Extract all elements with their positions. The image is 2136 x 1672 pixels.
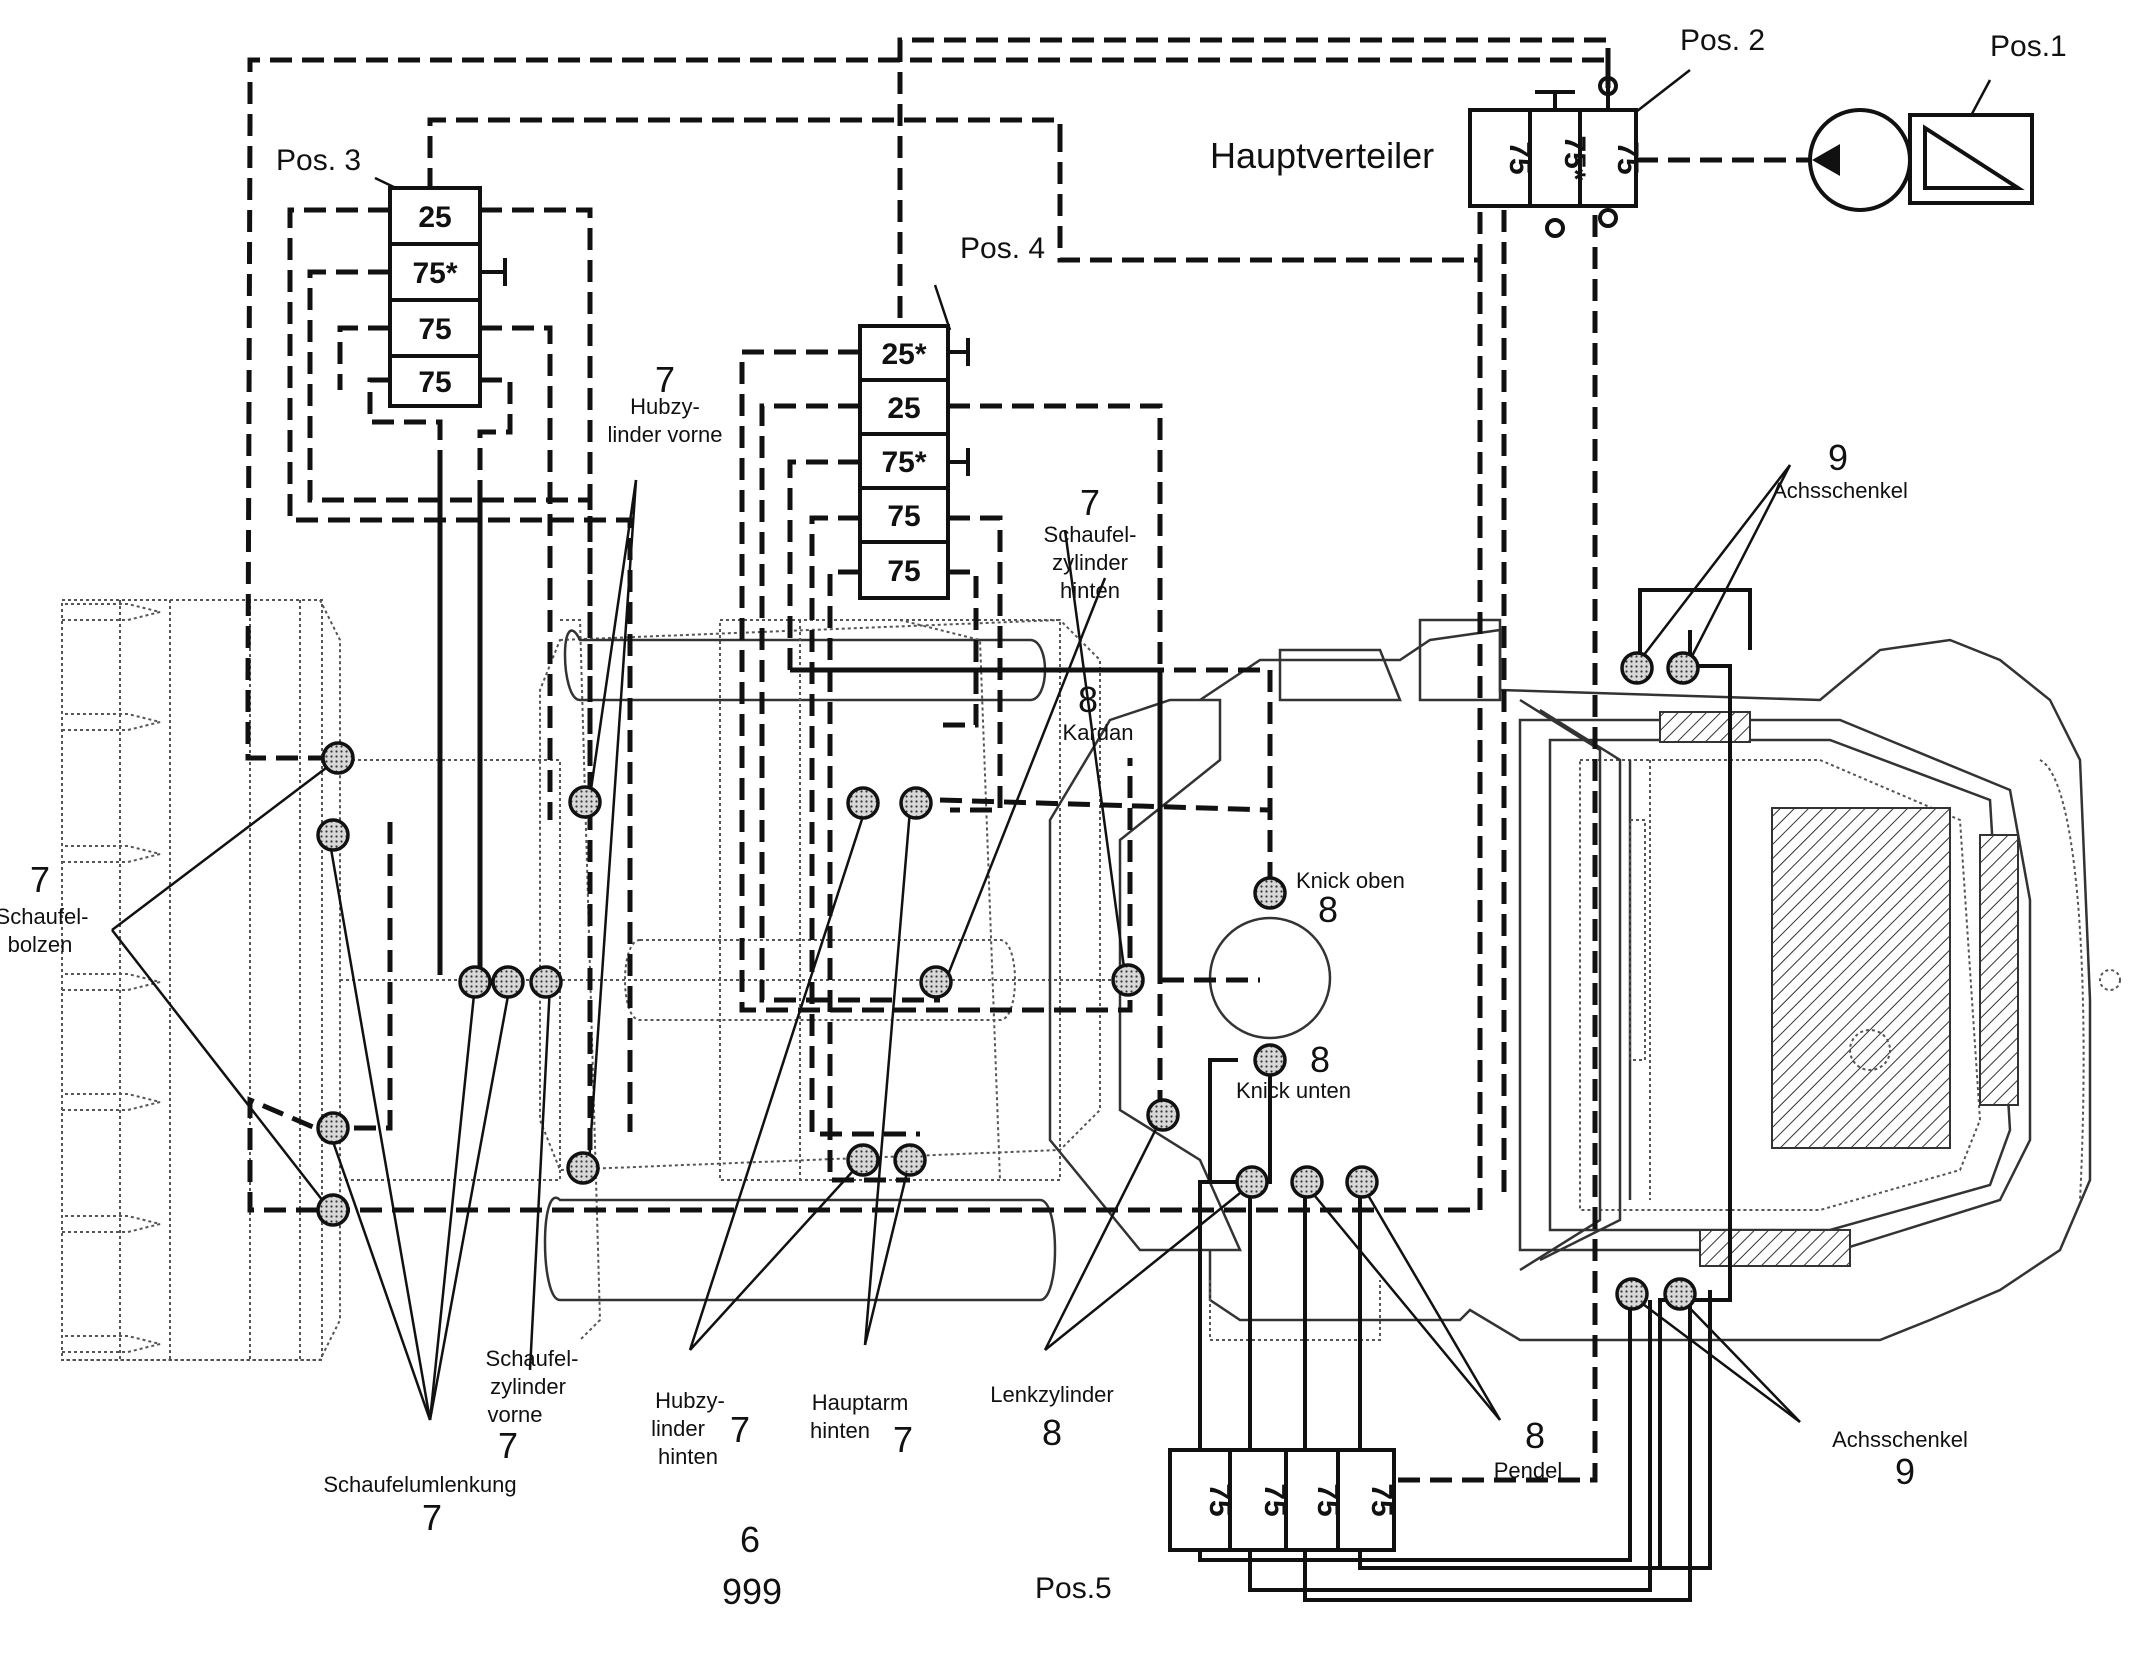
- hauptarm-hinten-line1: Hauptarm: [812, 1390, 909, 1415]
- labels: 7 Hubzy- linder vorne 7 Schaufel- zylind…: [0, 359, 1968, 1612]
- main-distributor-title: Hauptverteiler: [1210, 135, 1434, 176]
- pos2-value-2: 75*: [1558, 135, 1591, 180]
- pos5-value-2: 75: [1258, 1483, 1291, 1516]
- pos4-value-3: 75*: [881, 446, 926, 479]
- pos3-value-3: 75: [418, 313, 451, 346]
- point-lenkzylinder-2: [1235, 1165, 1269, 1199]
- point-knick-oben: [1253, 876, 1287, 910]
- point-schaufelzylinder-vorne-2: [491, 965, 525, 999]
- schaufelzylinder-hinten-line1: Schaufel-: [1044, 522, 1137, 547]
- hubzylinder-hinten-line1: Hubzy-: [655, 1388, 725, 1413]
- pos3-value-2: 75*: [412, 257, 457, 290]
- point-schaufelbolzen-2: [316, 818, 350, 852]
- lenkzylinder-num: 8: [1042, 1412, 1062, 1453]
- achsschenkel-bottom-text: Achsschenkel: [1832, 1427, 1968, 1452]
- hubzylinder-vorne-num: 7: [655, 359, 675, 400]
- schaufelbolzen-line1: Schaufel-: [0, 904, 88, 929]
- pos5-label: Pos.5: [1035, 1572, 1112, 1605]
- point-schaufelzylinder-vorne-1: [458, 965, 492, 999]
- knick-unten-text: Knick unten: [1236, 1078, 1351, 1103]
- pos5-value-3: 75: [1311, 1483, 1344, 1516]
- point-schaufelzylinder-hinten: [919, 965, 953, 999]
- point-achsschenkel-top-2: [1666, 651, 1700, 685]
- point-hauptarm-hinten-1: [899, 786, 933, 820]
- knick-oben-num: 8: [1318, 889, 1338, 930]
- pos5-value-1: 75: [1203, 1483, 1236, 1516]
- achsschenkel-top-num: 9: [1828, 437, 1848, 478]
- point-schaufelumlenkung-1: [316, 1111, 350, 1145]
- point-kardan: [1111, 963, 1145, 997]
- schaufelzylinder-vorne-line1: Schaufel-: [486, 1346, 579, 1371]
- distributor-pos4: 25* 25 75* 75 75 Pos. 4: [858, 232, 1045, 600]
- pos4-label: Pos. 4: [960, 232, 1045, 265]
- schaufelzylinder-vorne-line2: zylinder: [490, 1374, 566, 1399]
- point-schaufelzylinder-vorne-3: [529, 965, 563, 999]
- hubzylinder-hinten-line2: linder: [651, 1416, 705, 1441]
- achsschenkel-bottom-num: 9: [1895, 1451, 1915, 1492]
- lubrication-lines: [245, 37, 1611, 1483]
- point-hubzylinder-vorne-2: [566, 1151, 600, 1185]
- point-achsschenkel-top-1: [1620, 651, 1654, 685]
- hauptarm-hinten-num: 7: [893, 1419, 913, 1460]
- pos1-label: Pos.1: [1990, 30, 2067, 63]
- bucket: [61, 599, 341, 1361]
- point-hubzylinder-hinten-2: [846, 1143, 880, 1177]
- point-pendel-1: [1290, 1165, 1324, 1199]
- pos5-value-4: 75: [1365, 1483, 1398, 1516]
- pos3-value-4: 75: [418, 366, 451, 399]
- point-knick-unten: [1253, 1043, 1287, 1077]
- footer-code: 999: [722, 1571, 782, 1612]
- schaufelzylinder-hinten-line3: hinten: [1060, 578, 1120, 603]
- schaufelzylinder-hinten-line2: zylinder: [1052, 550, 1128, 575]
- pos2-value-3: 75: [1611, 141, 1644, 174]
- point-pendel-2: [1345, 1165, 1379, 1199]
- distributor-pos5: 75 75 75 75 Pos.5: [1035, 1448, 1398, 1605]
- pump-pos1: Pos.1: [1808, 30, 2067, 212]
- schaufelumlenkung-text: Schaufelumlenkung: [323, 1472, 516, 1497]
- pos2-label: Pos. 2: [1680, 24, 1765, 57]
- kardan-num: 8: [1078, 679, 1098, 720]
- lube-points: [316, 651, 1700, 1311]
- point-achsschenkel-bottom-1: [1615, 1277, 1649, 1311]
- point-hubzylinder-vorne-1: [568, 785, 602, 819]
- bucket-teeth: [62, 603, 161, 1353]
- knick-oben-text: Knick oben: [1296, 868, 1405, 893]
- pendel-num: 8: [1525, 1415, 1545, 1456]
- schaufelzylinder-hinten-num: 7: [1080, 482, 1100, 523]
- footer-num: 6: [740, 1519, 760, 1560]
- pendel-text: Pendel: [1494, 1458, 1563, 1483]
- knick-unten-num: 8: [1310, 1039, 1330, 1080]
- schaufelzylinder-vorne-num: 7: [498, 1425, 518, 1466]
- lenkzylinder-text: Lenkzylinder: [990, 1382, 1114, 1407]
- hubzylinder-hinten-num: 7: [730, 1409, 750, 1450]
- distributor-pos3: 25 75* 75 75 Pos. 3: [276, 144, 507, 408]
- schaufelbolzen-num: 7: [30, 859, 50, 900]
- kardan-text: Kardan: [1063, 720, 1134, 745]
- point-schaufelumlenkung-2: [316, 1193, 350, 1227]
- point-achsschenkel-bottom-2: [1663, 1277, 1697, 1311]
- point-lenkzylinder: [1146, 1098, 1180, 1132]
- schaufelbolzen-line2: bolzen: [8, 932, 73, 957]
- pos4-value-2: 25: [887, 392, 920, 425]
- pos3-value-1: 25: [418, 201, 451, 234]
- pos3-label: Pos. 3: [276, 144, 361, 177]
- hubzylinder-vorne-line2: linder vorne: [608, 422, 723, 447]
- point-schaufelbolzen-1: [321, 741, 355, 775]
- hubzylinder-vorne-line1: Hubzy-: [630, 394, 700, 419]
- point-hauptarm-hinten-2: [893, 1143, 927, 1177]
- leader-lines: [111, 69, 1992, 1552]
- point-hubzylinder-hinten-1: [846, 786, 880, 820]
- hubzylinder-hinten-line3: hinten: [658, 1444, 718, 1469]
- schaufelzylinder-vorne-line3: vorne: [487, 1402, 542, 1427]
- pos2-value-1: 75: [1503, 141, 1536, 174]
- schaufelumlenkung-num: 7: [422, 1497, 442, 1538]
- pos4-value-4: 75: [887, 500, 920, 533]
- pos4-value-1: 25*: [881, 338, 926, 371]
- main-distributor-pos2: 75 75* 75 Hauptverteiler Pos. 2: [1210, 24, 1765, 238]
- hauptarm-hinten-line2: hinten: [810, 1418, 870, 1443]
- pos4-value-5: 75: [887, 555, 920, 588]
- achsschenkel-top-text: Achsschenkel: [1772, 478, 1908, 503]
